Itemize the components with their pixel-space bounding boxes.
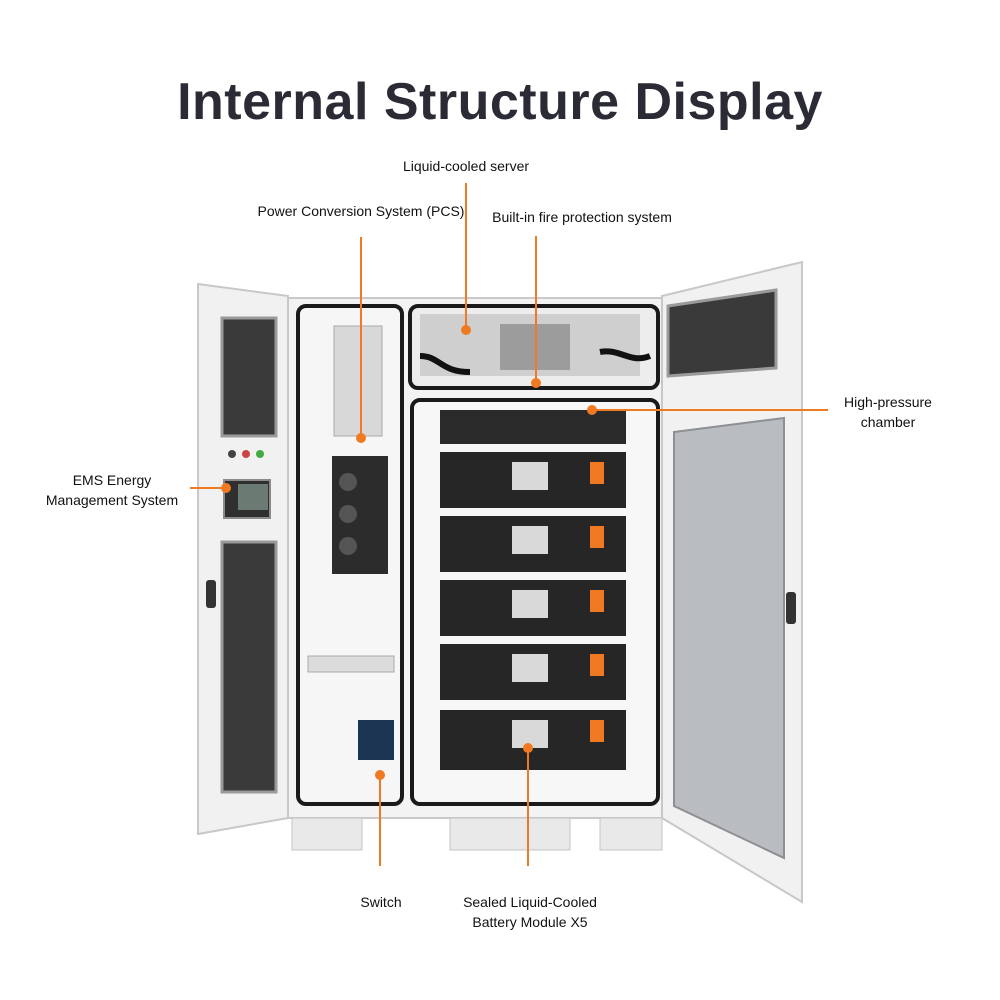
high-pressure-chamber-box — [440, 410, 626, 444]
cabinet-foot — [449, 817, 571, 851]
right-door-insulation — [673, 416, 785, 860]
label-battery-line1: Sealed Liquid-Cooled — [463, 894, 597, 910]
label-battery-module: Sealed Liquid-Cooled Battery Module X5 — [440, 892, 620, 932]
callout-dot-ems — [221, 483, 231, 493]
cabinet-foot — [291, 817, 363, 851]
label-fire-protection: Built-in fire protection system — [492, 209, 672, 225]
callout-dot-high-pressure — [587, 405, 597, 415]
label-high-pressure-chamber: High-pressure chamber — [830, 392, 946, 432]
cabinet-foot — [599, 817, 663, 851]
label-switch: Switch — [360, 894, 402, 910]
callout-dot-battery — [523, 743, 533, 753]
label-ems-line1: EMS Energy — [72, 472, 152, 488]
label-high-pressure-line1: High-pressure — [844, 394, 932, 410]
breaker-row — [307, 655, 395, 673]
indicator-light — [228, 450, 236, 458]
label-liquid-cooled-server: Liquid-cooled server — [402, 158, 530, 174]
pcs-module — [333, 325, 383, 437]
page-title: Internal Structure Display — [177, 73, 823, 131]
indicator-light — [242, 450, 250, 458]
callout-dot-fire — [531, 378, 541, 388]
label-battery-line2: Battery Module X5 — [472, 914, 588, 930]
switch-unit — [358, 720, 394, 760]
coolant-pipe — [599, 348, 652, 362]
indicator-light — [256, 450, 264, 458]
label-pcs: Power Conversion System (PCS) — [257, 203, 465, 219]
callout-dot-server — [461, 325, 471, 335]
callout-dot-switch — [375, 770, 385, 780]
left-door-vent-bottom — [220, 540, 278, 794]
ems-screen — [238, 484, 268, 510]
coolant-pipe — [419, 353, 471, 375]
label-ems: EMS Energy Management System — [36, 470, 188, 510]
left-door-handle — [206, 580, 216, 608]
right-door-vent — [666, 288, 778, 378]
right-door-handle — [786, 592, 796, 624]
left-door-vent-top — [220, 316, 278, 438]
label-high-pressure-line2: chamber — [860, 414, 916, 430]
label-ems-line2: Management System — [45, 492, 179, 508]
callout-dot-pcs — [356, 433, 366, 443]
